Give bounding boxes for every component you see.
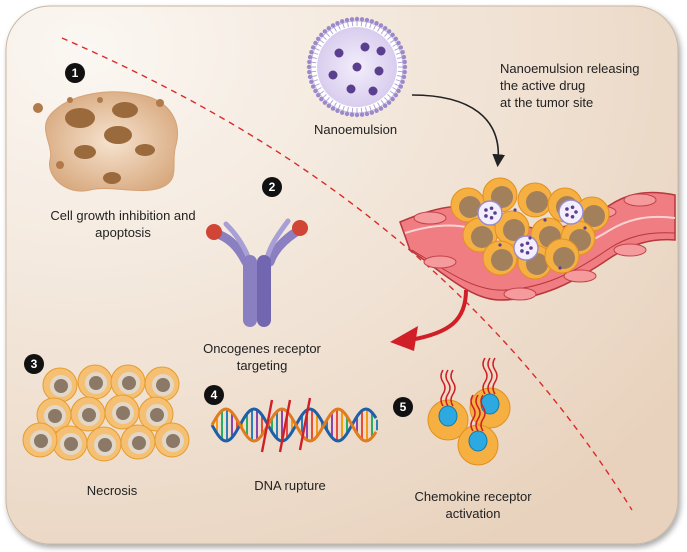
- mechanism-label-1: Cell growth inhibition and apoptosis: [50, 208, 196, 240]
- mechanism-arrow-icon: [390, 289, 468, 351]
- step-number-3: 3: [24, 354, 44, 374]
- mechanism-label-5: Chemokine receptor activation: [414, 489, 532, 521]
- necrotic-cell-cluster-icon: [22, 364, 190, 462]
- mechanism-label-3: Necrosis: [86, 483, 138, 498]
- nanoemulsion-droplet-icon: [306, 16, 408, 118]
- chemokine-cells-icon: [427, 357, 511, 466]
- step-number-2: 2: [262, 177, 282, 197]
- receptor-icon: [206, 218, 308, 327]
- broken-dna-helix-icon: [210, 397, 378, 453]
- step-number-4: 4: [204, 385, 224, 405]
- divider-dashed-line: [61, 37, 633, 511]
- apoptotic-cell-icon: [33, 91, 178, 192]
- nanoemulsion-label: Nanoemulsion: [314, 122, 398, 137]
- release-arrow-icon: [411, 94, 506, 168]
- mechanism-label-4: DNA rupture: [254, 478, 326, 493]
- step-number-5: 5: [393, 397, 413, 417]
- step-number-1: 1: [65, 63, 85, 83]
- mechanism-label-2: Oncogenes receptor targeting: [203, 341, 321, 373]
- release-note: Nanoemulsion releasing the active drug a…: [500, 61, 640, 110]
- tumor-blood-vessel-icon: [399, 177, 676, 301]
